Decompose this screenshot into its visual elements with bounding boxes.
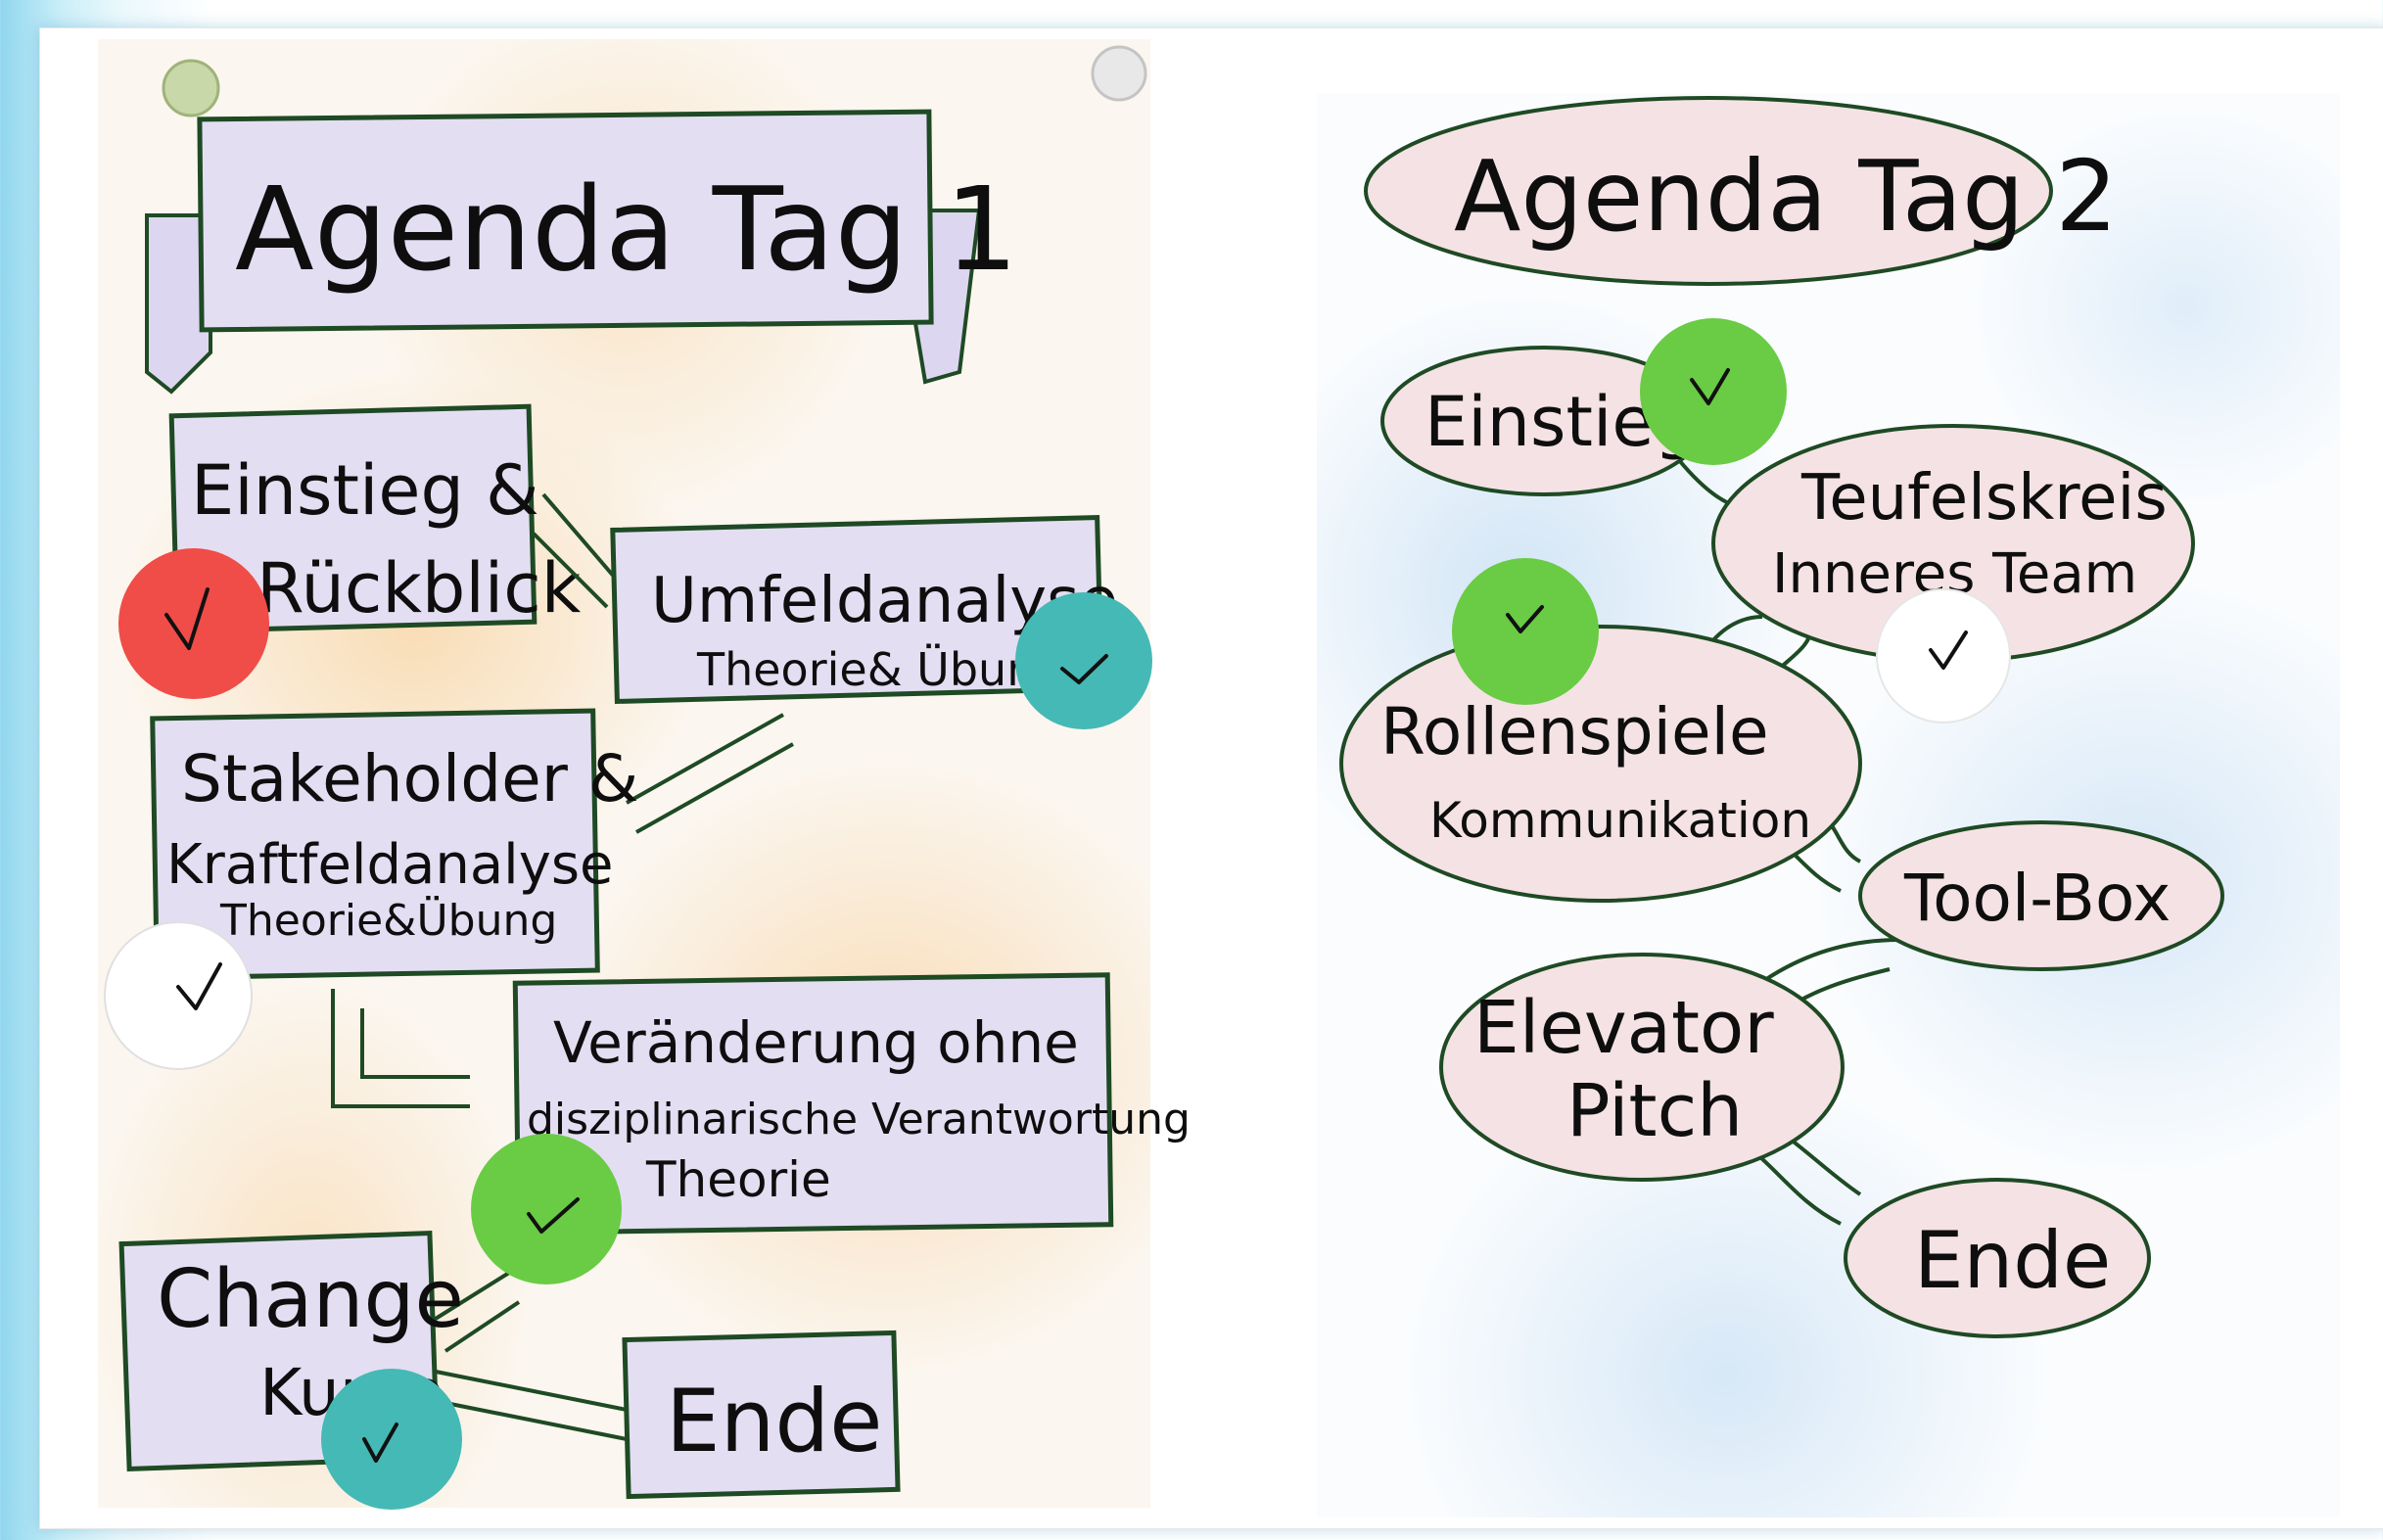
bubble-rollenspiele <box>1339 625 1862 903</box>
label-toolbox: Tool-Box <box>1903 861 2171 936</box>
label-veraenderung: Veränderung ohne <box>553 1009 1079 1076</box>
check-icon <box>176 962 222 1010</box>
label-rueckblick: Rückblick <box>257 548 582 629</box>
box-einstieg-rueckblick <box>168 403 537 634</box>
bubble-ende-day-2 <box>1844 1178 2151 1338</box>
box-ende-day-1 <box>622 1330 901 1500</box>
box-veraenderung <box>512 972 1114 1236</box>
sticker-green-3 <box>1452 558 1599 705</box>
label-stakeholder: Stakeholder & <box>181 741 638 817</box>
sticker-white-1 <box>104 921 253 1070</box>
bubble-elevator-pitch <box>1439 953 1845 1182</box>
bubble-toolbox <box>1858 820 2224 971</box>
label-verantwortung: disziplinarische Verantwortung <box>527 1095 1191 1144</box>
label-ende-day-1: Ende <box>666 1371 882 1471</box>
label-elevator: Elevator <box>1473 986 1774 1070</box>
check-icon <box>527 1197 580 1234</box>
title-bubble-day-2 <box>1364 96 2053 286</box>
connector-lines-day-1 <box>331 492 794 1441</box>
sticker-white-2 <box>1876 588 2011 723</box>
label-umfeld-theorie: Theorie& Übung <box>696 643 1064 696</box>
label-ende-day-2: Ende <box>1914 1215 2111 1306</box>
sticker-green-1 <box>471 1134 622 1284</box>
label-pitch: Pitch <box>1566 1069 1743 1153</box>
title-day-1: Agenda Tag 1 <box>235 162 1018 297</box>
check-icon <box>1690 368 1730 405</box>
label-einstieg: Einstieg & <box>191 450 539 531</box>
sticker-teal-1 <box>1015 592 1152 729</box>
check-icon <box>362 1423 398 1463</box>
check-icon <box>1060 654 1108 684</box>
label-kraftfeldanalyse: Kraftfeldanalyse <box>166 833 613 897</box>
title-banner-day-1 <box>145 109 982 395</box>
label-teufelskreis: Teufelskreis <box>1800 462 2168 535</box>
label-rollenspiele: Rollenspiele <box>1380 694 1769 770</box>
label-change: Change <box>157 1253 464 1346</box>
pin-white <box>1091 45 1147 102</box>
sticker-red <box>118 548 269 699</box>
check-icon <box>164 587 210 650</box>
title-day-2: Agenda Tag 2 <box>1454 139 2118 254</box>
label-kommunikation: Kommunikation <box>1429 792 1811 849</box>
sticker-green-2 <box>1640 318 1787 465</box>
pin-green <box>162 59 220 117</box>
check-icon <box>1506 605 1544 633</box>
label-veraenderung-theorie: Theorie <box>645 1151 831 1208</box>
check-icon <box>1929 630 1968 670</box>
box-stakeholder <box>150 708 600 981</box>
sticker-teal-2 <box>321 1369 462 1510</box>
label-stakeholder-theorie: Theorie&Übung <box>219 895 557 946</box>
